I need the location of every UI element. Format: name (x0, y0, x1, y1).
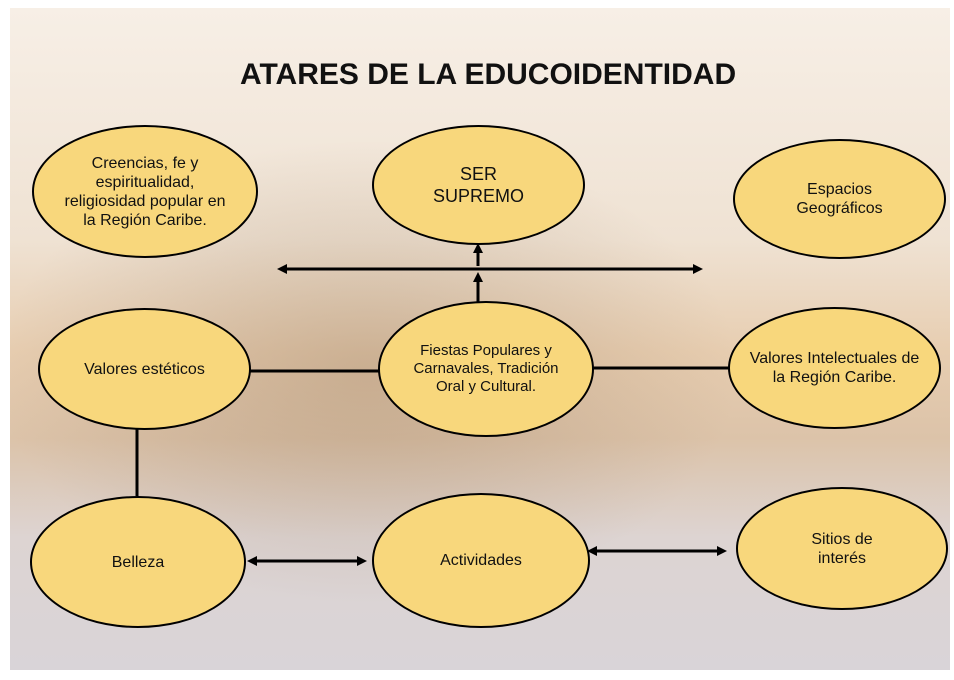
node-belleza: Belleza (30, 496, 246, 628)
node-valores-intelectuales: Valores Intelectuales de la Región Carib… (728, 307, 941, 429)
diagram-title: ATARES DE LA EDUCOIDENTIDAD (240, 58, 737, 91)
node-ser-supremo: SER SUPREMO (372, 125, 585, 245)
node-creencias-label: Creencias, fe y espiritualidad, religios… (64, 154, 226, 229)
node-actividades-label: Actividades (440, 552, 522, 569)
node-valores-intelectuales-label: Valores Intelectuales de la Región Carib… (749, 350, 920, 386)
node-valores-esteticos: Valores estéticos (38, 308, 251, 430)
node-espacios: Espacios Geográficos (733, 139, 946, 259)
node-fiestas: Fiestas Populares y Carnavales, Tradició… (378, 301, 594, 437)
node-ser-supremo-label: SER SUPREMO (432, 164, 524, 206)
node-sitios: Sitios de interés (736, 487, 948, 610)
node-sitios-label: Sitios de interés (811, 530, 873, 567)
node-creencias: Creencias, fe y espiritualidad, religios… (32, 125, 258, 258)
node-belleza-label: Belleza (111, 553, 165, 571)
node-valores-esteticos-label: Valores estéticos (84, 360, 205, 378)
node-actividades: Actividades (372, 493, 590, 628)
node-espacios-label: Espacios Geográficos (796, 181, 883, 217)
node-fiestas-label: Fiestas Populares y Carnavales, Tradició… (413, 342, 559, 395)
